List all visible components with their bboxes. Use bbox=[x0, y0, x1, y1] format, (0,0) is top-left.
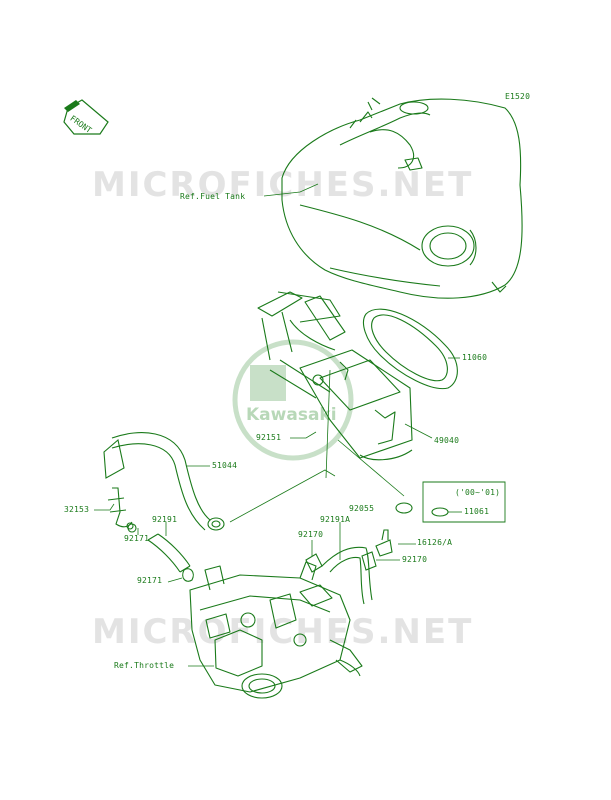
leader-92055 bbox=[337, 439, 405, 497]
fuel-tank bbox=[281, 97, 523, 299]
diagram-code: E1520 bbox=[505, 92, 531, 101]
logo-text: Kawasaki bbox=[246, 405, 337, 425]
leader-pump-to-hose bbox=[325, 369, 331, 479]
kawasaki-logo: Kawasaki bbox=[232, 339, 354, 461]
clamp-92171 bbox=[127, 523, 194, 582]
leader-92171b bbox=[167, 577, 183, 583]
hose-92191a bbox=[305, 529, 393, 605]
leader-92151 bbox=[290, 431, 317, 439]
label-49040: 49040 bbox=[434, 436, 460, 445]
hose-51044 bbox=[103, 432, 225, 531]
label-92171-b: 92171 bbox=[137, 576, 163, 585]
hose-92191 bbox=[147, 533, 191, 573]
leader-32153 bbox=[94, 503, 115, 511]
label-92170-a: 92170 bbox=[298, 530, 324, 539]
leader-fuel-tank bbox=[263, 183, 319, 197]
label-years: ('00~'01) bbox=[455, 488, 501, 497]
label-11060: 11060 bbox=[462, 353, 488, 362]
label-92170-b: 92170 bbox=[402, 555, 428, 564]
leader-lines bbox=[94, 183, 462, 667]
leader-49040 bbox=[404, 423, 433, 439]
label-92191a: 92191A bbox=[320, 515, 351, 524]
watermark-bottom: MICROFICHES.NET bbox=[92, 612, 474, 652]
leader-hose-link bbox=[229, 469, 336, 523]
gasket-11060 bbox=[362, 308, 458, 390]
label-92055: 92055 bbox=[349, 504, 375, 513]
front-arrow-icon: FRONT bbox=[63, 99, 109, 135]
label-throttle: Ref.Throttle bbox=[114, 661, 175, 670]
throttle-body bbox=[189, 561, 363, 699]
label-16126: 16126/A bbox=[417, 538, 453, 547]
label-92171-a: 92171 bbox=[124, 534, 150, 543]
label-32153: 32153 bbox=[64, 505, 90, 514]
fitting-32153 bbox=[107, 487, 134, 530]
fuel-pump-assembly bbox=[257, 291, 413, 461]
label-92191: 92191 bbox=[152, 515, 178, 524]
label-fuel-tank: Ref.Fuel Tank bbox=[180, 192, 246, 201]
o-ring-92055 bbox=[395, 502, 413, 514]
label-51044: 51044 bbox=[212, 461, 238, 470]
label-92151: 92151 bbox=[256, 433, 282, 442]
label-11061: 11061 bbox=[464, 507, 490, 516]
